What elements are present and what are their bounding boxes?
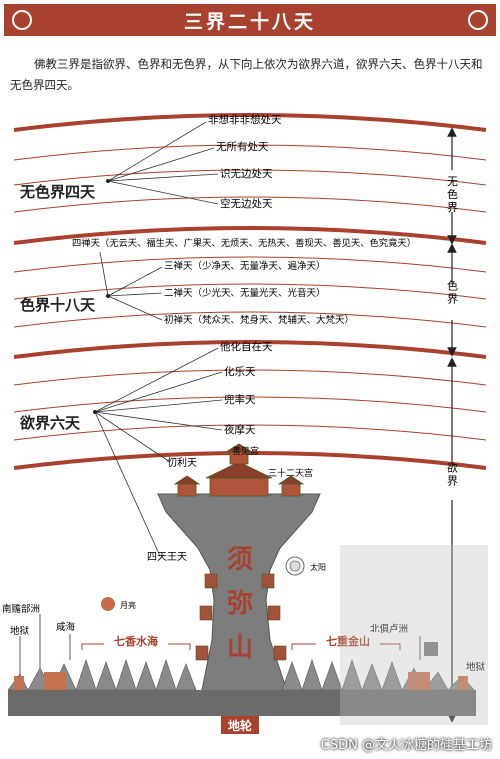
hell-left-label: 地狱 [10, 625, 30, 637]
hell-right-label: 地狱 [466, 661, 486, 673]
heaven-label: 识无边处天 [220, 168, 273, 180]
salt-sea-label: 咸海 [56, 621, 76, 633]
dharma-wheel-icon [12, 10, 32, 30]
tree-icon [424, 642, 438, 656]
golden-mountain-ranges [7, 659, 475, 691]
realm-boundary-arc [13, 340, 487, 359]
heaven-label: 无所有处天 [216, 140, 269, 153]
dharma-wheel-icon [468, 10, 488, 30]
tower-icon [273, 645, 287, 661]
formless-realm-label: 无色界四天 [19, 183, 96, 201]
hell-left-block [14, 676, 24, 690]
ground-wheel-box [221, 716, 259, 734]
heaven-label: 四禅天（无云天、福生天、广果天、无烦天、无热天、善现天、善见天、色究竟天） [72, 237, 416, 249]
realm-boundary-arc [13, 451, 487, 470]
moon-icon [101, 597, 115, 611]
ground-wheel-label: 地轮 [228, 718, 253, 733]
heaven-label: 夜摩天 [224, 423, 256, 436]
south-continent-label: 南赡部洲 [2, 603, 40, 615]
heaven-layer-arc [13, 396, 487, 413]
form-realm-label: 色界十八天 [20, 296, 96, 314]
heaven-layer-arc [13, 283, 487, 300]
fragrant-seas-label: 七香水海 [114, 634, 158, 648]
left-continent-block [44, 672, 66, 690]
seal-stamp [340, 545, 488, 725]
heaven-layer-arc [13, 424, 487, 441]
desire-side-label: 欲界 [446, 461, 459, 488]
heaven-layer-arc [13, 169, 487, 186]
palace-icon [173, 443, 305, 497]
heaven-label: 二禅天（少光天、无量光天、光音天） [164, 287, 326, 299]
moon-label: 月亮 [120, 600, 136, 610]
heaven-label: 初禅天（梵众天、梵身天、梵辅天、大梵天） [164, 314, 354, 326]
hell-right-block [458, 676, 468, 690]
mountain-name-char: 山 [227, 633, 253, 663]
heaven-layer-arc [13, 144, 487, 161]
heaven-label: 三禅天（少净天、无量净天、遍净天） [164, 260, 326, 272]
heaven-layer-arc [13, 369, 487, 386]
heaven-label: 兜率天 [224, 393, 256, 406]
title-banner: 三界二十八天 [4, 4, 496, 36]
intro-paragraph: 佛教三界是指欲界、色界和无色界，从下向上依次为欲界六道，欲界六天、色界十八天和无… [10, 57, 483, 92]
heaven-label: 化乐天 [224, 365, 256, 378]
tower-icon [267, 605, 281, 621]
page-title: 三界二十八天 [183, 11, 316, 33]
sun-label: 太阳 [310, 562, 326, 572]
realm-boundary-arc [13, 113, 487, 132]
mountain-name-char: 弥 [227, 588, 253, 619]
tower-icon [204, 573, 218, 589]
heaven-layer-arc [13, 311, 487, 328]
tower-icon [199, 605, 213, 621]
sun-icon [285, 556, 305, 576]
desire-realm-label: 欲界六天 [19, 414, 81, 432]
heaven-label: 他化自在天 [220, 340, 273, 353]
heaven-label: 四天王天 [147, 552, 187, 563]
tower-icon [261, 573, 275, 589]
mountain-name-char: 须 [227, 545, 253, 575]
right-continent-block [408, 672, 430, 690]
tower-icon [195, 645, 209, 661]
formless-side-label: 无色界 [446, 176, 459, 215]
palace-label: 善见宫 [232, 445, 259, 457]
form-side-label: 色界 [446, 279, 459, 306]
heaven-label: 非想非非想处天 [208, 113, 282, 126]
heaven-layer-arc [13, 196, 487, 213]
realm-boundary-arc [13, 226, 487, 245]
watermark: CSDN @文火冰糖的硅基工坊 [320, 738, 492, 753]
heaven-layer-arc [13, 256, 487, 273]
heaven-label: 忉利天 [167, 456, 197, 469]
heaven-label: 空无边处天 [220, 197, 273, 210]
golden-mountains-label: 七重金山 [326, 634, 370, 648]
ground-base [8, 690, 476, 716]
palaces32-label: 三十二天宫 [268, 467, 313, 479]
